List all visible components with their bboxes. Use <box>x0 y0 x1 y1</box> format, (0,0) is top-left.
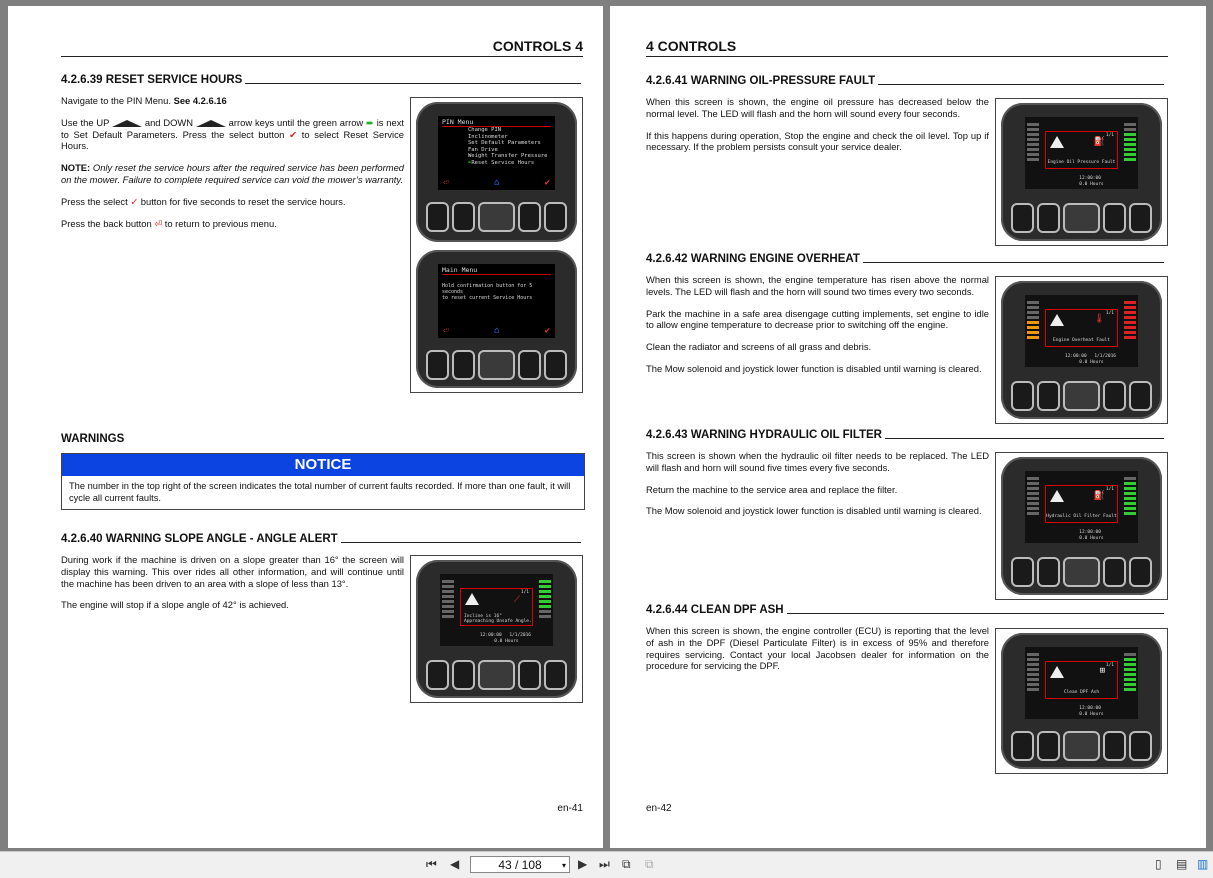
oil-can-icon: ⛽ <box>1093 137 1105 147</box>
previous-page-icon[interactable]: ◀ <box>450 857 460 871</box>
next-page-icon[interactable]: ▶ <box>578 857 588 871</box>
section-title-44: 4.2.6.44 CLEAN DPF ASH <box>646 604 1164 616</box>
warning-panel: 1/1 🌡 Engine Overheat Fault <box>1045 309 1118 347</box>
home-icon: ⌂ <box>494 178 500 188</box>
notice-box: NOTICE The number in the top right of th… <box>61 453 585 510</box>
notice-text: The number in the top right of the scree… <box>69 481 571 503</box>
reset-hours-figure: PIN Menu Change PIN Inclinometer Set Def… <box>410 97 583 393</box>
green-arrow-icon: ➨ <box>366 116 374 128</box>
main-menu-screen: Main Menu Hold confirmation button for 5… <box>438 264 555 338</box>
device-buttons <box>426 202 568 232</box>
warning-screen: 1/1 ⟋ Incline is 16° Approaching Unsafe … <box>440 574 553 646</box>
section-body-39: Navigate to the PIN Menu. See 4.2.6.16 U… <box>61 95 405 229</box>
two-page-view-icon[interactable]: ▥ <box>1197 857 1209 871</box>
incline-icon: ⟋ <box>513 595 520 605</box>
home-icon: ⌂ <box>494 326 500 336</box>
select-check-icon: ✔ <box>289 128 297 140</box>
first-page-icon[interactable]: ⏮ <box>426 857 437 871</box>
engine-overheat-figure: 1/1 🌡 Engine Overheat Fault 12:00:00 1/1… <box>995 276 1168 424</box>
dpf-filter-icon: ⊞ <box>1099 666 1105 676</box>
clean-dpf-figure: 1/1 ⊞ Clean DPF Ash 12:00:00 0.0 Hours <box>995 628 1168 774</box>
section-title-42: 4.2.6.42 WARNING ENGINE OVERHEAT <box>646 253 1164 265</box>
thermometer-icon: 🌡 <box>1093 314 1105 324</box>
left-page: CONTROLS 4 4.2.6.39 RESET SERVICE HOURS … <box>8 6 603 848</box>
display-device: 1/1 ⛽ Hydraulic Oil Filter Fault 12:00:0… <box>1001 457 1162 595</box>
device-buttons <box>1011 381 1153 411</box>
check-icon: ✔ <box>544 326 550 336</box>
single-page-view-icon[interactable]: ▯ <box>1155 857 1162 871</box>
display-device: 1/1 🌡 Engine Overheat Fault 12:00:00 1/1… <box>1001 281 1162 419</box>
warning-triangle-icon <box>1050 314 1064 326</box>
green-arrow-icon: ➨ <box>468 159 472 166</box>
device-buttons <box>1011 557 1153 587</box>
page-number-input[interactable]: 43 / 108 ▾ <box>470 856 570 873</box>
device-buttons <box>1011 203 1153 233</box>
section-body-44: When this screen is shown, the engine co… <box>646 625 989 672</box>
section-body-42: When this screen is shown, the engine te… <box>646 274 989 374</box>
warning-screen: 1/1 ⛽ Hydraulic Oil Filter Fault 12:00:0… <box>1025 471 1138 543</box>
warning-panel: 1/1 ⛽ Hydraulic Oil Filter Fault <box>1045 485 1118 523</box>
pin-menu-list: Change PIN Inclinometer Set Default Para… <box>468 127 548 166</box>
fit-icon[interactable]: ⧉ <box>645 857 654 871</box>
up-arrow-key-icon <box>112 119 143 127</box>
back-icon: ⏎ <box>443 178 449 188</box>
continuous-view-icon[interactable]: ▤ <box>1176 857 1188 871</box>
section-body-40: During work if the machine is driven on … <box>61 554 404 611</box>
last-page-icon[interactable]: ⏭ <box>599 857 610 871</box>
warning-screen: 1/1 ⛽ Engine Oil Pressure Fault 12:00:00… <box>1025 117 1138 189</box>
display-device: 1/1 ⊞ Clean DPF Ash 12:00:00 0.0 Hours <box>1001 633 1162 769</box>
pin-menu-screen: PIN Menu Change PIN Inclinometer Set Def… <box>438 116 555 190</box>
check-icon: ✔ <box>544 178 550 188</box>
down-arrow-key-icon <box>195 119 226 127</box>
warning-screen: 1/1 ⊞ Clean DPF Ash 12:00:00 0.0 Hours <box>1025 647 1138 719</box>
warning-panel: 1/1 ⟋ Incline is 16° Approaching Unsafe … <box>460 588 533 626</box>
dropdown-icon[interactable]: ▾ <box>561 861 566 870</box>
page-header: CONTROLS 4 <box>492 38 583 54</box>
display-device: Main Menu Hold confirmation button for 5… <box>416 250 577 388</box>
screen-title: PIN Menu <box>442 118 551 127</box>
right-page: 4 CONTROLS 4.2.6.41 WARNING OIL-PRESSURE… <box>610 6 1206 848</box>
section-title-39: 4.2.6.39 RESET SERVICE HOURS <box>61 74 581 86</box>
warning-triangle-icon <box>1050 490 1064 502</box>
back-icon: ⏎ <box>443 326 449 336</box>
section-title-41: 4.2.6.41 WARNING OIL-PRESSURE FAULT <box>646 75 1164 87</box>
back-button-icon: ⏎ <box>154 217 163 229</box>
display-device: PIN Menu Change PIN Inclinometer Set Def… <box>416 102 577 242</box>
page-number: en-41 <box>557 803 583 814</box>
viewer-toolbar: ⏮ ◀ 43 / 108 ▾ ▶ ⏭ ⧉ ⧉ ▯ ▤ ▥ <box>0 851 1213 878</box>
oil-pressure-figure: 1/1 ⛽ Engine Oil Pressure Fault 12:00:00… <box>995 98 1168 246</box>
hydraulic-filter-figure: 1/1 ⛽ Hydraulic Oil Filter Fault 12:00:0… <box>995 452 1168 600</box>
warning-triangle-icon <box>1050 136 1064 148</box>
select-check-icon: ✓ <box>130 195 139 207</box>
display-device: 1/1 ⛽ Engine Oil Pressure Fault 12:00:00… <box>1001 103 1162 241</box>
device-buttons <box>426 350 568 380</box>
header-rule <box>646 56 1168 57</box>
warning-panel: 1/1 ⊞ Clean DPF Ash <box>1045 661 1118 699</box>
notice-title: NOTICE <box>62 454 584 476</box>
device-buttons <box>1011 731 1153 761</box>
oil-filter-icon: ⛽ <box>1093 491 1105 501</box>
screen-title: Main Menu <box>442 266 551 275</box>
section-title-40: 4.2.6.40 WARNING SLOPE ANGLE - ANGLE ALE… <box>61 533 581 545</box>
warning-triangle-icon <box>1050 666 1064 678</box>
display-device: 1/1 ⟋ Incline is 16° Approaching Unsafe … <box>416 560 577 698</box>
warning-triangle-icon <box>465 593 479 605</box>
slope-warning-figure: 1/1 ⟋ Incline is 16° Approaching Unsafe … <box>410 555 583 703</box>
header-rule <box>61 56 583 57</box>
page-number: en-42 <box>646 803 672 814</box>
rotate-icon[interactable]: ⧉ <box>622 857 631 871</box>
section-body-43: This screen is shown when the hydraulic … <box>646 450 989 517</box>
section-title-43: 4.2.6.43 WARNING HYDRAULIC OIL FILTER <box>646 429 1164 441</box>
section-body-41: When this screen is shown, the engine oi… <box>646 96 989 153</box>
warning-screen: 1/1 🌡 Engine Overheat Fault 12:00:00 1/1… <box>1025 295 1138 367</box>
warning-panel: 1/1 ⛽ Engine Oil Pressure Fault <box>1045 131 1118 169</box>
warnings-title: WARNINGS <box>61 433 125 445</box>
device-buttons <box>426 660 568 690</box>
page-header: 4 CONTROLS <box>646 38 737 54</box>
